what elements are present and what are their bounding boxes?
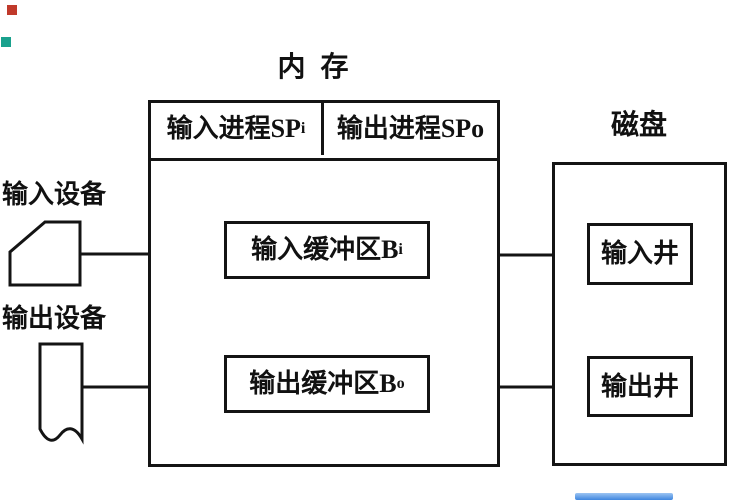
- red-square-artifact: [7, 5, 17, 15]
- output-buffer-label: 输出缓冲区B: [249, 369, 397, 398]
- printout-paper-icon: [38, 342, 84, 445]
- output-well-label: 输出井: [600, 371, 679, 401]
- input-process-subscript: i: [300, 119, 306, 137]
- output-buffer-subscript: o: [396, 374, 405, 392]
- disk-box: [552, 162, 727, 466]
- output-device-label: 输出设备: [2, 304, 107, 333]
- input-device-label: 输入设备: [2, 180, 107, 209]
- input-buffer-subscript: i: [398, 240, 403, 258]
- output-well-box: 输出井: [587, 356, 693, 417]
- blue-bar-artifact: [575, 493, 673, 500]
- output-process-cell: 输出进程SPo: [324, 103, 497, 155]
- disk-title: 磁盘: [610, 110, 667, 141]
- output-process-label: 输出进程SPo: [336, 114, 485, 143]
- teal-square-artifact: [1, 37, 11, 47]
- input-buffer-label: 输入缓冲区B: [251, 235, 399, 264]
- input-well-box: 输入井: [587, 223, 693, 285]
- punched-card-icon: [8, 220, 82, 287]
- input-process-label: 输入进程SP: [166, 114, 301, 143]
- input-well-label: 输入井: [600, 239, 679, 268]
- memory-title: 内 存: [277, 52, 353, 83]
